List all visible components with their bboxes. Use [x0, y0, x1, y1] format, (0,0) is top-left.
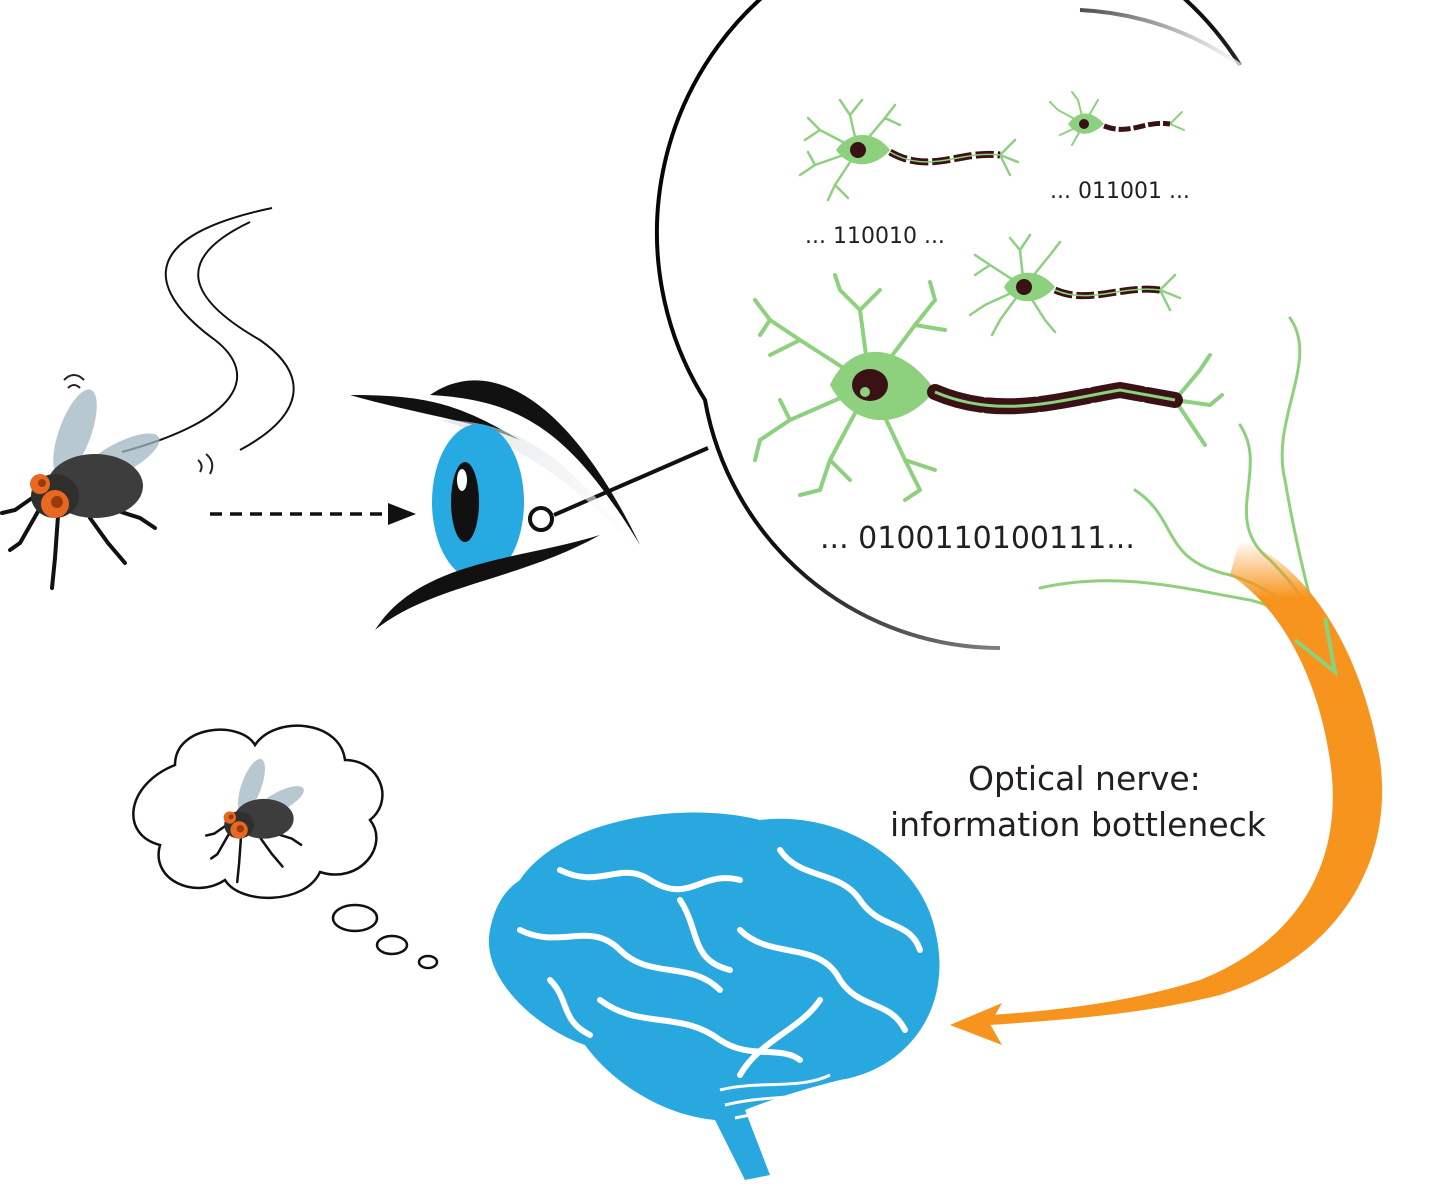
neuron-large	[753, 273, 1224, 502]
optic-nerve-arrow	[950, 540, 1383, 1045]
fiber-arrowhead	[1293, 617, 1338, 677]
neuron-small-1	[798, 98, 1020, 202]
flight-path-icon	[121, 207, 295, 453]
code-label-main: ... 0100110100111...	[820, 521, 1135, 556]
neuron-small-2	[1049, 91, 1185, 146]
magnifier-connector	[553, 446, 709, 517]
nerve-label-line1: Optical nerve:	[968, 759, 1201, 798]
magnifier-ring	[654, 0, 1242, 650]
brain-icon	[488, 812, 940, 1180]
eye-icon	[350, 380, 640, 630]
neuron-small-3	[968, 233, 1182, 337]
thought-cloud-icon	[132, 724, 439, 970]
code-label-top-left: ... 110010 ...	[805, 224, 945, 249]
sight-arrow	[210, 503, 416, 525]
nerve-label-line2: information bottleneck	[890, 805, 1267, 844]
code-label-top-right: ... 011001 ...	[1050, 179, 1190, 204]
fly-icon	[0, 374, 214, 590]
